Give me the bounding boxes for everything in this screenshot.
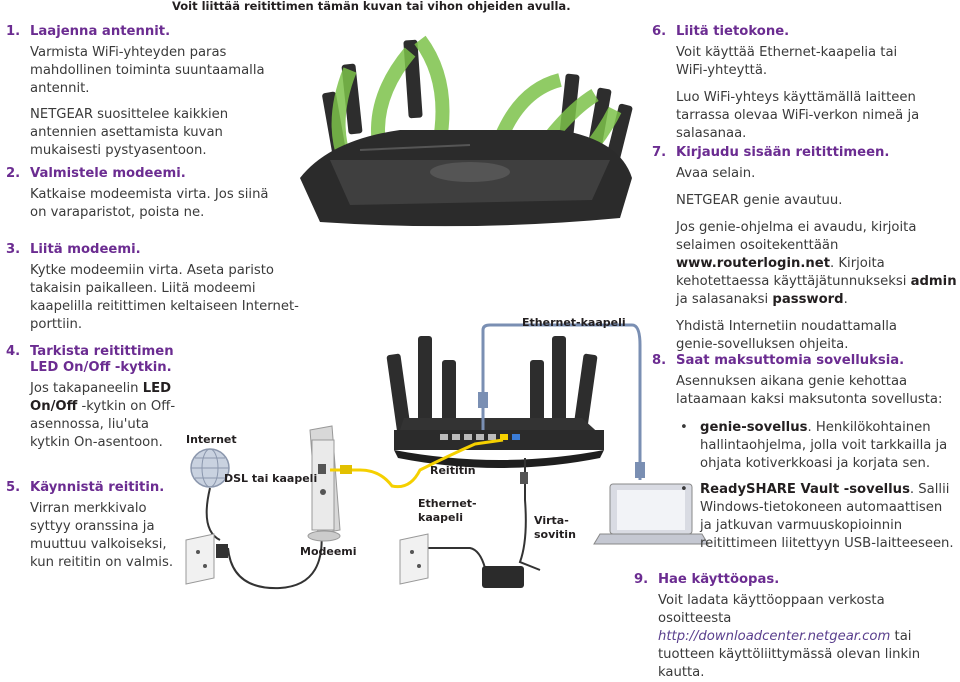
step-number: 3.: [6, 242, 21, 257]
step-2: 2. Valmistele modeemi. Katkaise modeemist…: [6, 166, 306, 222]
step-number: 1.: [6, 24, 21, 39]
bullet-icon: •: [680, 482, 688, 497]
step-6-title: 6.Liitä tietokone.: [652, 24, 790, 39]
step-9-para-1: Voit ladata käyttöoppaan verkosta osoitt…: [658, 593, 921, 680]
step-6: 6.Liitä tietokone. Voit käyttää Ethernet…: [652, 24, 952, 143]
bullet-icon: •: [680, 420, 688, 435]
label-modem: Modeemi: [300, 545, 357, 558]
step-number: 2.: [6, 166, 21, 181]
step-title-text: Käynnistä reititin.: [30, 480, 165, 495]
label-dsl-cable: DSL tai kaapeli: [224, 472, 318, 485]
step-7-para-4: Yhdistä Internetiin noudattamalla genie-…: [676, 319, 897, 352]
step-6-para-1: Voit käyttää Ethernet-kaapelia tai WiFi-…: [676, 45, 898, 78]
app-bullet-readyshare: •ReadySHARE Vault -sovellus. Sallii Wind…: [680, 482, 954, 551]
step-1-title: 1. Laajenna antennit.: [6, 24, 306, 40]
step-5: 5. Käynnistä reititin. Virran merkkivalo …: [6, 480, 186, 572]
step-7-title: 7.Kirjaudu sisään reitittimeen.: [652, 145, 890, 160]
modem-illustration: [307, 425, 341, 542]
step-7-para-1: Avaa selain.: [676, 166, 756, 181]
step-5-para-1: Virran merkkivalo syttyy oranssina ja mu…: [30, 501, 174, 570]
step-2-para-1: Katkaise modeemista virta. Jos siinä on …: [30, 187, 269, 220]
label-power-adapter: Virta-sovitin: [534, 514, 576, 541]
step-7-para-3: Jos genie-ohjelma ei avaudu, kirjoita se…: [676, 220, 957, 307]
router-back-illustration: [386, 336, 604, 468]
step-7-para-2: NETGEAR genie avautuu.: [676, 193, 843, 208]
step-title-text-2: LED On/Off -kytkin.: [30, 360, 172, 375]
top-note: Voit liittää reitittimen tämän kuvan tai…: [172, 0, 571, 13]
step-1: 1. Laajenna antennit. Varmista WiFi-yhtey…: [6, 24, 306, 160]
wall-outlet-right: [399, 533, 429, 585]
step-1-para-1: Varmista WiFi-yhteyden paras mahdollinen…: [30, 45, 265, 96]
step-number: 4.: [6, 344, 21, 359]
step-3-title: 3. Liitä modeemi.: [6, 242, 306, 258]
step-5-title: 5. Käynnistä reititin.: [6, 480, 186, 496]
globe-icon: [190, 448, 230, 488]
router-top-illustration: [300, 35, 633, 227]
setup-diagram: [185, 35, 709, 590]
step-8-para-1: Asennuksen aikana genie kehottaa lataama…: [676, 374, 943, 407]
step-title-text: Tarkista reitittimen: [30, 344, 174, 359]
app-bullet-genie: •genie-sovellus. Henkilökohtainen hallin…: [680, 420, 948, 471]
step-title-text: Valmistele modeemi.: [30, 166, 186, 181]
step-8: 8.Saat maksuttomia sovelluksia. Asennuks…: [652, 353, 960, 409]
step-title-text: Laajenna antennit.: [30, 24, 171, 39]
step-1-para-2: NETGEAR suosittelee kaikkien antennien a…: [30, 107, 229, 158]
label-router: Reititin: [430, 464, 476, 477]
step-9-title: 9.Hae käyttöopas.: [634, 572, 780, 587]
label-internet: Internet: [186, 433, 237, 446]
step-number: 5.: [6, 480, 21, 495]
step-title-text: Liitä modeemi.: [30, 242, 141, 257]
wall-outlet-left: [185, 533, 215, 585]
laptop-illustration: [593, 483, 709, 545]
step-3: 3. Liitä modeemi. Kytke modeemiin virta. …: [6, 242, 306, 334]
step-7: 7.Kirjaudu sisään reitittimeen. Avaa sel…: [652, 145, 960, 354]
step-4-para-1: Jos takapaneelin LED On/Off -kytkin on O…: [30, 381, 176, 450]
step-9: 9.Hae käyttöopas. Voit ladata käyttöoppa…: [634, 572, 954, 682]
step-8-title: 8.Saat maksuttomia sovelluksia.: [652, 353, 905, 368]
step-2-title: 2. Valmistele modeemi.: [6, 166, 306, 182]
label-ethernet-cable: Ethernet-kaapeli: [418, 497, 477, 524]
step-6-para-2: Luo WiFi-yhteys käyttämällä laitteen tar…: [676, 90, 920, 141]
step-3-para-1: Kytke modeemiin virta. Aseta paristo tak…: [30, 263, 299, 332]
label-ethernet-cable-top: Ethernet-kaapeli: [522, 316, 626, 329]
download-center-link[interactable]: http://downloadcenter.netgear.com: [658, 629, 891, 644]
